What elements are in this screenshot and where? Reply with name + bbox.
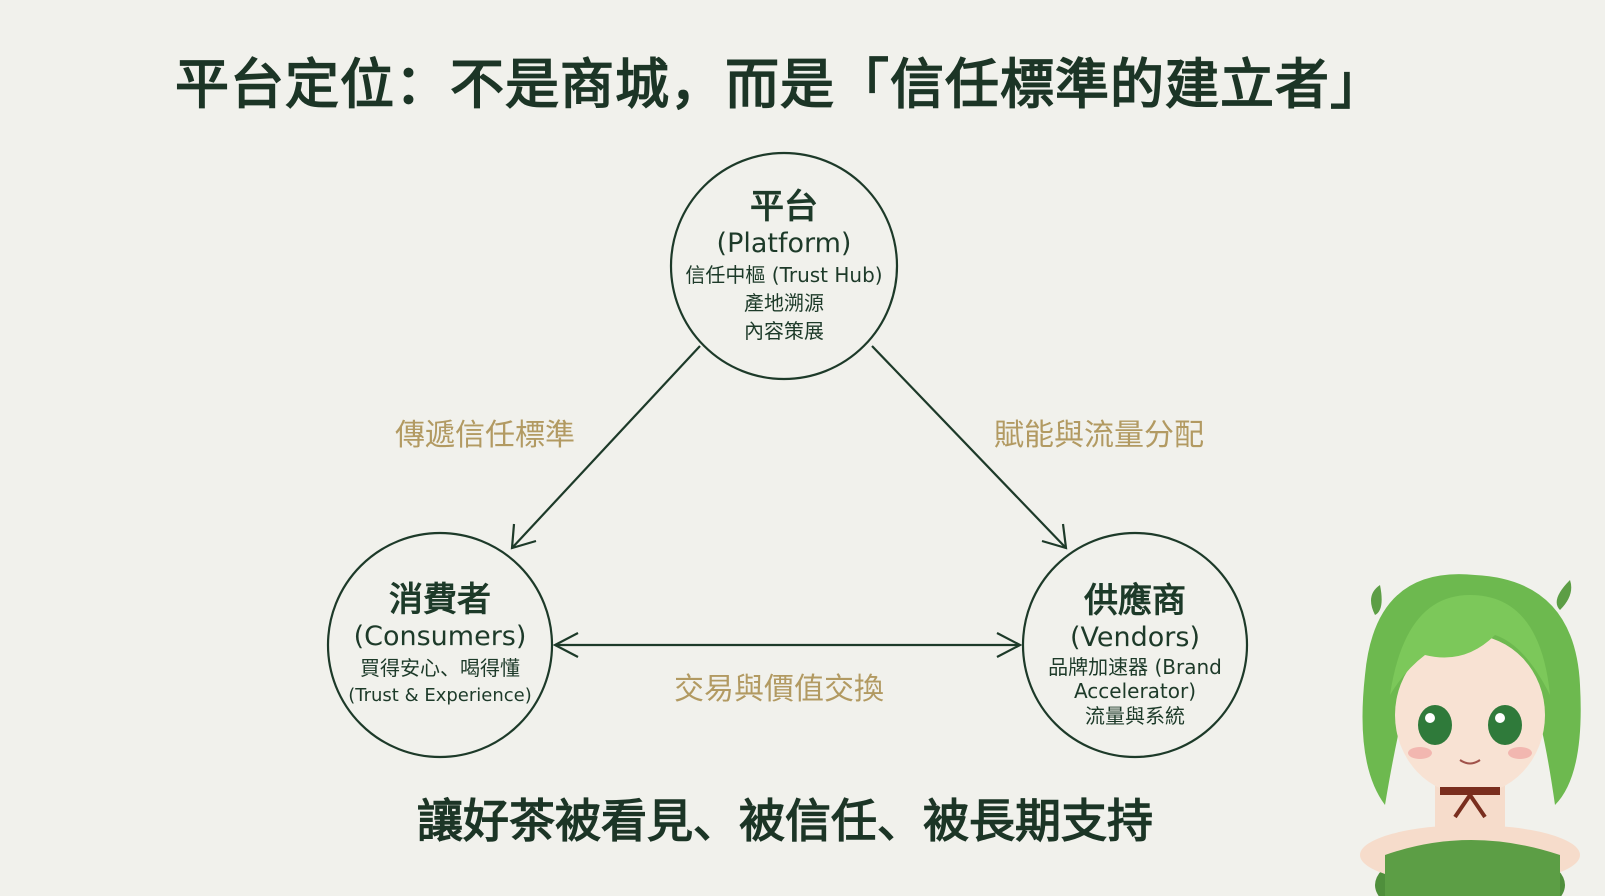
platform-circle bbox=[669, 151, 899, 381]
platform-detail: 內容策展 bbox=[744, 319, 824, 343]
edge-label-exchange: 交易與價值交換 bbox=[674, 672, 884, 707]
vendors-title: 供應商 bbox=[1084, 581, 1186, 621]
vendors-circle bbox=[1021, 531, 1249, 759]
platform-title: 平台 bbox=[750, 187, 818, 227]
consumers-subtitle: (Consumers) bbox=[353, 621, 527, 652]
node-consumers: 消費者 (Consumers) 買得安心、喝得懂 (Trust & Experi… bbox=[328, 560, 552, 730]
platform-detail: 產地溯源 bbox=[744, 291, 824, 315]
platform-subtitle: (Platform) bbox=[716, 228, 852, 259]
node-vendors: 供應商 (Vendors) 品牌加速器 (Brand Accelerator) … bbox=[1023, 565, 1247, 745]
consumers-detail: (Trust & Experience) bbox=[348, 685, 532, 706]
mascot-character-illustration bbox=[1360, 574, 1581, 896]
arrowhead-right bbox=[996, 632, 1023, 658]
vendors-detail: Accelerator) bbox=[1073, 679, 1197, 703]
platform-detail: 信任中樞 (Trust Hub) bbox=[685, 263, 883, 287]
consumers-title: 消費者 bbox=[389, 580, 491, 620]
node-platform: 平台 (Platform) 信任中樞 (Trust Hub) 產地溯源 內容策展 bbox=[671, 160, 897, 372]
consumers-circle bbox=[326, 531, 554, 759]
vendors-detail: 品牌加速器 (Brand bbox=[1048, 655, 1222, 679]
arrow-platform-consumers bbox=[511, 345, 701, 549]
page-title: 平台定位：不是商城，而是「信任標準的建立者」 bbox=[175, 53, 1385, 116]
edge-label-trust: 傳遞信任標準 bbox=[395, 418, 575, 453]
vendors-subtitle: (Vendors) bbox=[1070, 622, 1200, 653]
edge-label-empower: 賦能與流量分配 bbox=[994, 418, 1204, 453]
consumers-detail: 買得安心、喝得懂 bbox=[360, 656, 520, 680]
arrowhead-left bbox=[552, 632, 579, 658]
arrowhead-vendors bbox=[1041, 523, 1068, 550]
arrow-platform-vendors bbox=[871, 345, 1067, 549]
arrowhead-consumers bbox=[510, 523, 537, 550]
footer-slogan: 讓好茶被看見、被信任、被長期支持 bbox=[417, 794, 1153, 848]
vendors-detail: 流量與系統 bbox=[1085, 704, 1185, 728]
